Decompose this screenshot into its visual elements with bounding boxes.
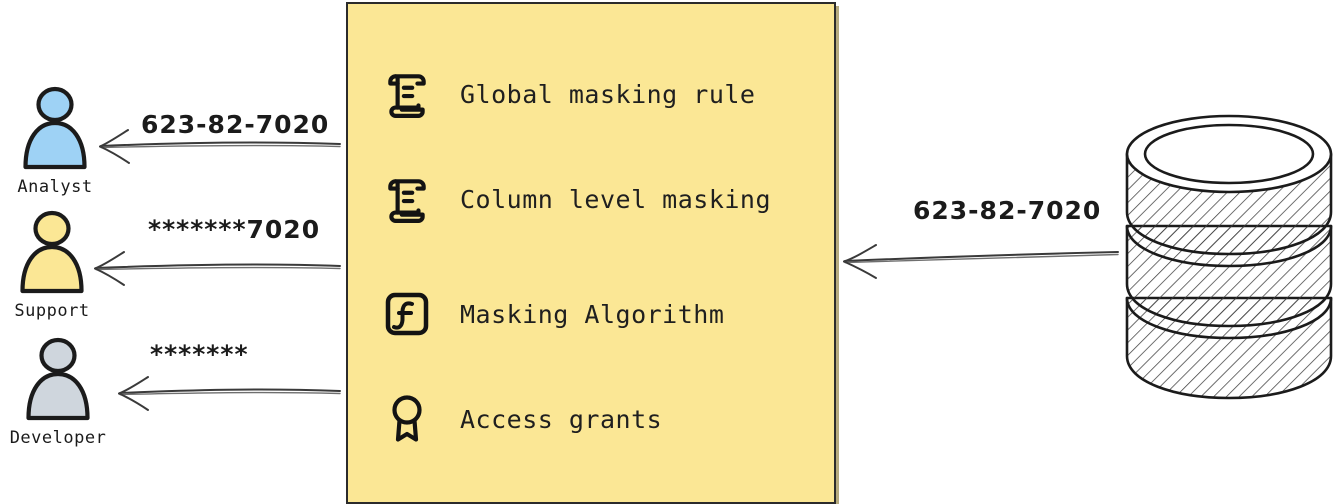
actor-label: Support [14, 301, 90, 321]
policy-item-label: Global masking rule [460, 79, 756, 109]
policy-item-label: Masking Algorithm [460, 299, 725, 329]
arrow-to-support [94, 251, 341, 286]
function-icon [380, 287, 434, 341]
actor-label: Analyst [17, 177, 93, 197]
edge-label-analyst: 623-82-7020 [141, 110, 330, 139]
policy-item-column-level-masking[interactable]: Column level masking [380, 170, 771, 228]
actor-analyst[interactable]: Analyst [0, 86, 110, 197]
policy-panel: Global masking rule Column level masking [346, 2, 836, 504]
actor-developer[interactable]: Developer [3, 337, 113, 448]
policy-item-access-grants[interactable]: Access grants [380, 390, 662, 448]
medal-icon [380, 392, 434, 446]
policy-item-masking-algorithm[interactable]: Masking Algorithm [380, 285, 724, 343]
person-icon [20, 210, 84, 294]
edge-label-database: 623-82-7020 [913, 196, 1102, 225]
actor-support[interactable]: Support [0, 210, 107, 321]
arrow-to-developer [118, 376, 341, 411]
arrow-database-to-panel [843, 244, 1119, 279]
actor-label: Developer [9, 428, 107, 448]
scroll-icon [380, 67, 434, 121]
policy-item-global-masking-rule[interactable]: Global masking rule [380, 65, 755, 123]
arrow-to-analyst [99, 129, 341, 164]
person-icon [23, 86, 87, 170]
scroll-icon [380, 172, 434, 226]
policy-item-label: Column level masking [460, 184, 772, 214]
edge-label-support: *******7020 [148, 215, 321, 244]
policy-item-label: Access grants [460, 404, 663, 434]
person-icon [26, 337, 90, 421]
database-icon[interactable] [1118, 110, 1340, 410]
edge-label-developer: ******* [150, 340, 249, 369]
